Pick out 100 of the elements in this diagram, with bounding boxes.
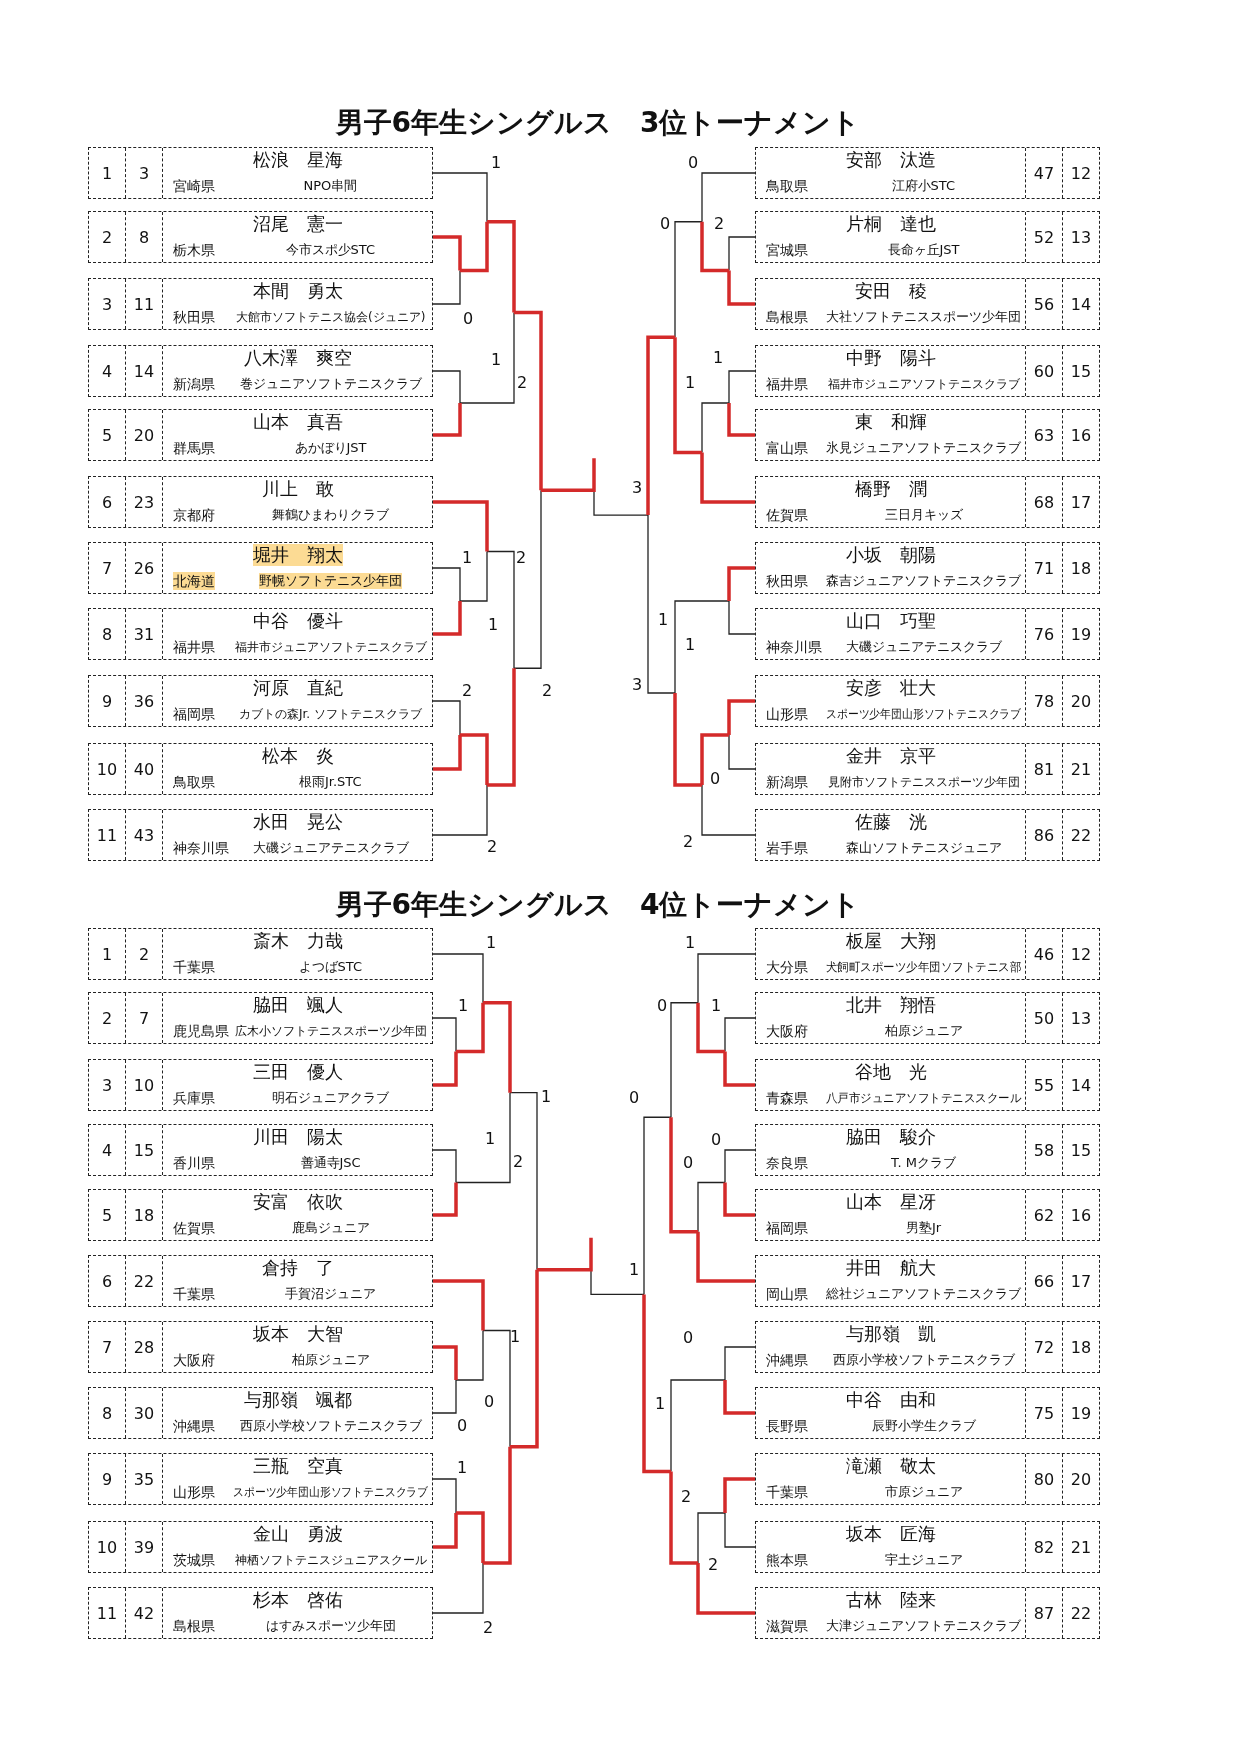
- player-entry: [755, 1387, 1100, 1439]
- player-entry: [755, 928, 1100, 980]
- entry-number: 7: [89, 543, 126, 593]
- prefecture-name: 千葉県: [766, 1483, 808, 1501]
- player-entry: [755, 345, 1100, 397]
- draw-number: 28: [126, 1322, 163, 1372]
- player-entry: [755, 1321, 1100, 1373]
- match-score: 0: [711, 1131, 722, 1149]
- entry-number: 21: [1062, 1522, 1099, 1572]
- club-name: 宇土ジュニア: [884, 1552, 963, 1568]
- club-name: 大磯ジュニアテニスクラブ: [252, 840, 409, 856]
- player-name: 谷地 光: [854, 1061, 927, 1083]
- draw-number: 39: [126, 1522, 163, 1572]
- entry-number: 22: [1062, 1588, 1099, 1638]
- prefecture-name: 宮城県: [766, 241, 808, 259]
- player-name: 杉本 啓佑: [252, 1589, 343, 1611]
- player-entry: [88, 1255, 433, 1307]
- entry-number: 12: [1062, 929, 1099, 979]
- entry-number: 17: [1062, 477, 1099, 527]
- player-entry: [88, 409, 433, 461]
- entry-number: 4: [89, 1125, 126, 1175]
- draw-number: 68: [1025, 477, 1062, 527]
- match-score: 1: [685, 934, 696, 952]
- player-entry: [755, 1587, 1100, 1639]
- draw-number: 47: [1025, 148, 1062, 198]
- match-score: 0: [688, 154, 699, 172]
- club-name: 野幌ソフトテニス少年団: [259, 573, 402, 589]
- player-name: 松本 炎: [261, 745, 334, 767]
- club-name: 大磯ジュニアテニスクラブ: [845, 639, 1002, 655]
- prefecture-name: 鹿児島県: [173, 1022, 229, 1040]
- club-name: 見附市ソフトテニススポーツ少年団: [827, 774, 1020, 790]
- player-name: 安田 稜: [854, 280, 927, 302]
- match-score: 2: [714, 215, 725, 233]
- player-name: 脇田 駿介: [845, 1126, 936, 1148]
- player-name: 安富 依吹: [252, 1191, 343, 1213]
- club-name: 福井市ジュニアソフトテニスクラブ: [827, 376, 1020, 392]
- match-score: 0: [463, 310, 474, 328]
- club-name: NPO串間: [303, 178, 358, 194]
- prefecture-name: 福岡県: [173, 705, 215, 723]
- draw-number: 26: [126, 543, 163, 593]
- entry-number: 4: [89, 346, 126, 396]
- player-entry: [755, 542, 1100, 594]
- club-name: 大津ジュニアソフトテニスクラブ: [826, 1618, 1021, 1634]
- prefecture-name: 群馬県: [173, 439, 215, 457]
- player-entry: [755, 809, 1100, 861]
- player-name: 八木澤 爽空: [243, 347, 352, 369]
- player-name: 金山 勇波: [252, 1523, 343, 1545]
- player-entry: [755, 992, 1100, 1044]
- match-score: 1: [541, 1088, 552, 1106]
- draw-number: 11: [126, 279, 163, 329]
- club-name: 福井市ジュニアソフトテニスクラブ: [234, 639, 427, 655]
- club-name: スポーツ少年団山形ソフトテニスクラブ: [233, 1484, 429, 1500]
- player-name: 川田 陽太: [252, 1126, 343, 1148]
- player-entry: [755, 211, 1100, 263]
- entry-number: 20: [1062, 676, 1099, 726]
- draw-number: 86: [1025, 810, 1062, 860]
- match-score: 0: [657, 997, 668, 1015]
- entry-number: 18: [1062, 543, 1099, 593]
- player-name: 金井 京平: [845, 745, 936, 767]
- entry-number: 10: [89, 744, 126, 794]
- entry-number: 16: [1062, 410, 1099, 460]
- player-name: 橋野 潤: [854, 478, 927, 500]
- prefecture-name: 神奈川県: [173, 839, 229, 857]
- prefecture-name: 沖縄県: [766, 1351, 808, 1369]
- draw-number: 22: [126, 1256, 163, 1306]
- draw-number: 18: [126, 1190, 163, 1240]
- draw-number: 55: [1025, 1060, 1062, 1110]
- player-entry: [88, 928, 433, 980]
- player-entry: [88, 1189, 433, 1241]
- prefecture-name: 新潟県: [766, 773, 808, 791]
- draw-number: 81: [1025, 744, 1062, 794]
- entry-number: 18: [1062, 1322, 1099, 1372]
- player-entry: [88, 809, 433, 861]
- player-name: 脇田 颯人: [252, 994, 343, 1016]
- player-entry: [755, 476, 1100, 528]
- prefecture-name: 千葉県: [173, 1285, 215, 1303]
- match-score: 1: [485, 1130, 496, 1148]
- prefecture-name: 兵庫県: [173, 1089, 215, 1107]
- club-name: あかぼりJST: [294, 440, 367, 456]
- entry-number: 14: [1062, 1060, 1099, 1110]
- draw-number: 35: [126, 1454, 163, 1504]
- player-name: 川上 敢: [261, 478, 334, 500]
- prefecture-name: 岩手県: [766, 839, 808, 857]
- draw-number: 80: [1025, 1454, 1062, 1504]
- club-name: 氷見ジュニアソフトテニスクラブ: [826, 440, 1021, 456]
- player-entry: [88, 1453, 433, 1505]
- player-entry: [88, 1521, 433, 1573]
- prefecture-name: 大分県: [766, 958, 808, 976]
- match-score: 2: [513, 1153, 524, 1171]
- club-name: 明石ジュニアクラブ: [272, 1090, 389, 1106]
- match-score: 1: [655, 1395, 666, 1413]
- entry-number: 12: [1062, 148, 1099, 198]
- match-score: 1: [711, 997, 722, 1015]
- entry-number: 13: [1062, 212, 1099, 262]
- club-name: 善通寺JSC: [300, 1155, 361, 1171]
- match-score: 0: [660, 215, 671, 233]
- club-name: 総社ジュニアソフトテニスクラブ: [826, 1286, 1021, 1302]
- club-name: はすみスポーツ少年団: [265, 1618, 396, 1634]
- prefecture-name: 青森県: [766, 1089, 808, 1107]
- match-score: 1: [491, 154, 502, 172]
